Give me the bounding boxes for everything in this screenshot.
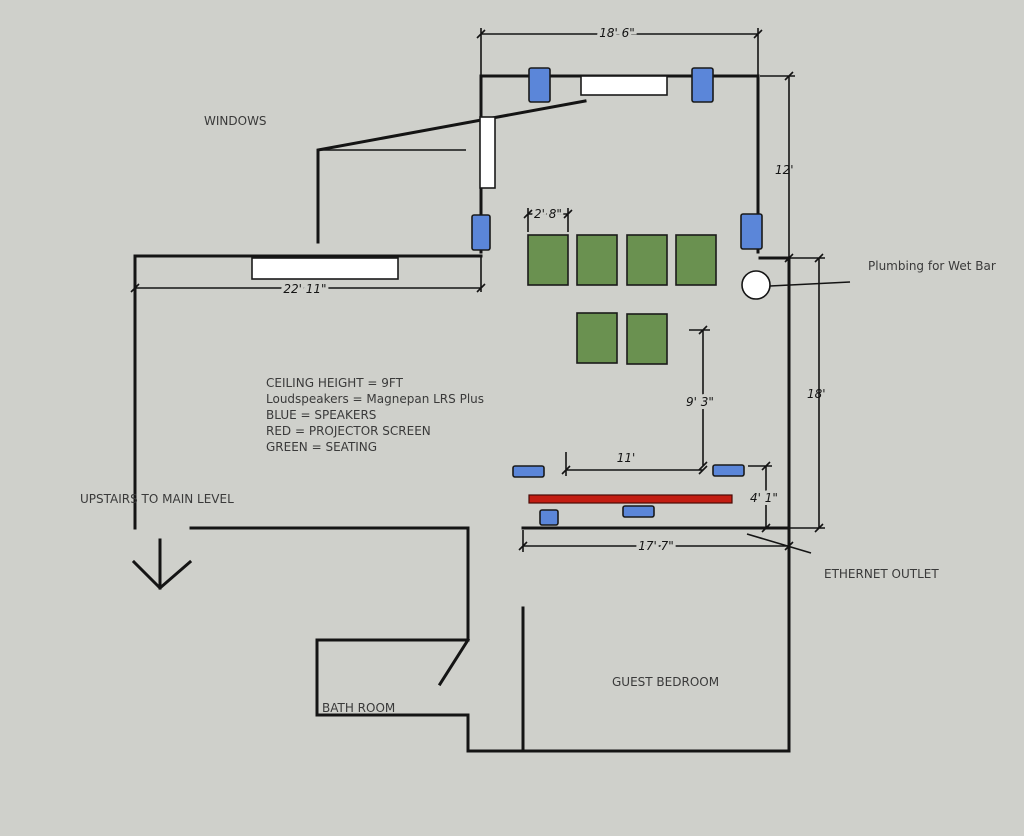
label-plumbing: Plumbing for Wet Bar <box>868 259 996 273</box>
legend-notes: CEILING HEIGHT = 9FT Loudspeakers = Magn… <box>266 376 484 454</box>
note-ceiling-height: CEILING HEIGHT = 9FT <box>266 376 404 390</box>
dim-speaker-span-line <box>561 452 708 476</box>
plumbing-leader <box>769 281 851 287</box>
speaker-right-wall <box>740 213 763 250</box>
note-red-screen: RED = PROJECTOR SCREEN <box>266 424 431 438</box>
dim-right-lower: 18' <box>807 387 826 401</box>
dim-top-width-line <box>476 28 763 76</box>
bath-door <box>437 637 471 687</box>
dim-bottom-width-line <box>518 530 794 552</box>
speaker-front-right <box>712 464 745 477</box>
dim-seat-screen-line <box>689 325 710 471</box>
dim-speaker-span: 11' <box>617 451 636 465</box>
wall-corridor-top <box>189 526 470 642</box>
dim-right-upper-line <box>760 71 795 263</box>
dim-right-lower-line <box>789 253 825 533</box>
dim-screen-depth-line <box>748 461 772 533</box>
seat-row1-4 <box>675 234 717 286</box>
dim-left-width: 22' 11" <box>283 282 326 296</box>
dim-seat-width-line <box>523 208 573 232</box>
wall-bathroom <box>315 638 470 717</box>
seat-row1-2 <box>576 234 618 286</box>
seat-row2-2 <box>626 313 668 365</box>
wall-top-room <box>479 74 760 254</box>
window-left <box>479 116 496 189</box>
seat-row1-1 <box>527 234 569 286</box>
speaker-left-wall <box>471 214 491 251</box>
speaker-top-right <box>691 67 714 103</box>
window-lower <box>251 257 399 280</box>
ethernet-leader <box>746 533 812 554</box>
stairs-arrow-icon <box>131 538 193 591</box>
note-loudspeakers: Loudspeakers = Magnepan LRS Plus <box>266 392 484 406</box>
wall-right <box>466 256 791 753</box>
wall-left-upper <box>133 254 483 292</box>
label-ethernet: ETHERNET OUTLET <box>824 567 939 581</box>
dim-top-width: 18' 6" <box>599 26 635 40</box>
note-blue-speakers: BLUE = SPEAKERS <box>266 408 376 422</box>
speakers <box>471 67 763 526</box>
note-green-seating: GREEN = SEATING <box>266 440 377 454</box>
seat-row2-1 <box>576 312 618 364</box>
label-upstairs: UPSTAIRS TO MAIN LEVEL <box>80 492 234 506</box>
dim-seat-width: 2' 8" <box>534 207 562 221</box>
dim-right-upper: 12' <box>775 163 794 177</box>
dim-screen-depth: 4' 1" <box>750 491 778 505</box>
label-bath-room: BATH ROOM <box>322 701 395 715</box>
seating <box>527 234 717 365</box>
label-windows: WINDOWS <box>204 114 267 128</box>
dim-seat-to-screen: 9' 3" <box>686 395 714 409</box>
walls <box>133 74 791 753</box>
speaker-front-left <box>512 465 545 478</box>
seat-row1-3 <box>626 234 668 286</box>
speaker-subwoofer <box>539 509 559 526</box>
dim-bottom-width: 17' 7" <box>638 539 674 553</box>
window-top <box>580 75 668 96</box>
projector-screen <box>528 494 733 504</box>
label-guest-bedroom: GUEST BEDROOM <box>612 675 719 689</box>
dimension-lines <box>130 28 825 552</box>
speaker-center <box>622 505 655 518</box>
dim-left-width-line <box>130 256 486 293</box>
plumbing-wet-bar-marker <box>741 270 771 300</box>
speaker-top-left <box>528 67 551 103</box>
